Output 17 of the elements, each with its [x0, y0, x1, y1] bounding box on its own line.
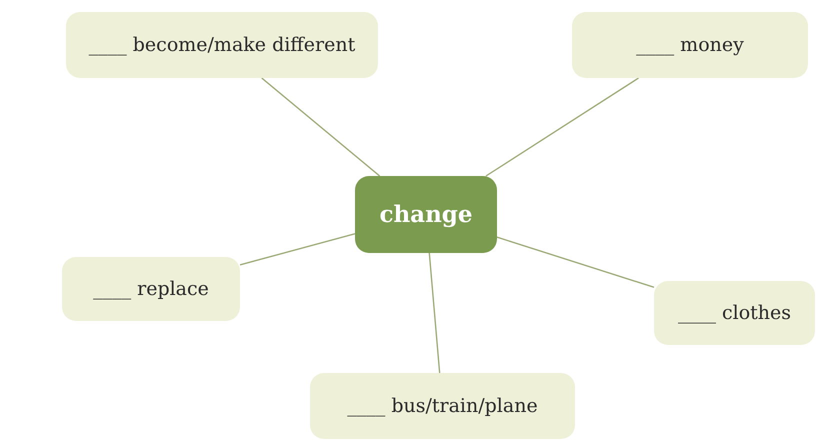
topic-box — [572, 12, 808, 78]
fill-in-phrase: ____ clothes — [678, 302, 792, 324]
fill-in-phrase: ____ bus/train/plane — [347, 395, 538, 417]
topic-word: change — [379, 201, 473, 228]
connector-line — [261, 78, 380, 176]
connector-line — [496, 236, 654, 288]
fill-in-phrase: ____ money — [636, 34, 744, 56]
fill-in-phrase: ____ replace — [93, 278, 209, 300]
fill-in-phrase: ____ become/make different — [88, 34, 356, 56]
topic-box — [66, 12, 378, 78]
topic-box — [310, 373, 575, 439]
topic-box — [654, 281, 815, 345]
connector-line — [240, 233, 356, 266]
topic-box — [62, 257, 240, 321]
connector-line — [428, 252, 440, 374]
connector-line — [486, 77, 639, 177]
central-topic-box — [355, 176, 497, 253]
